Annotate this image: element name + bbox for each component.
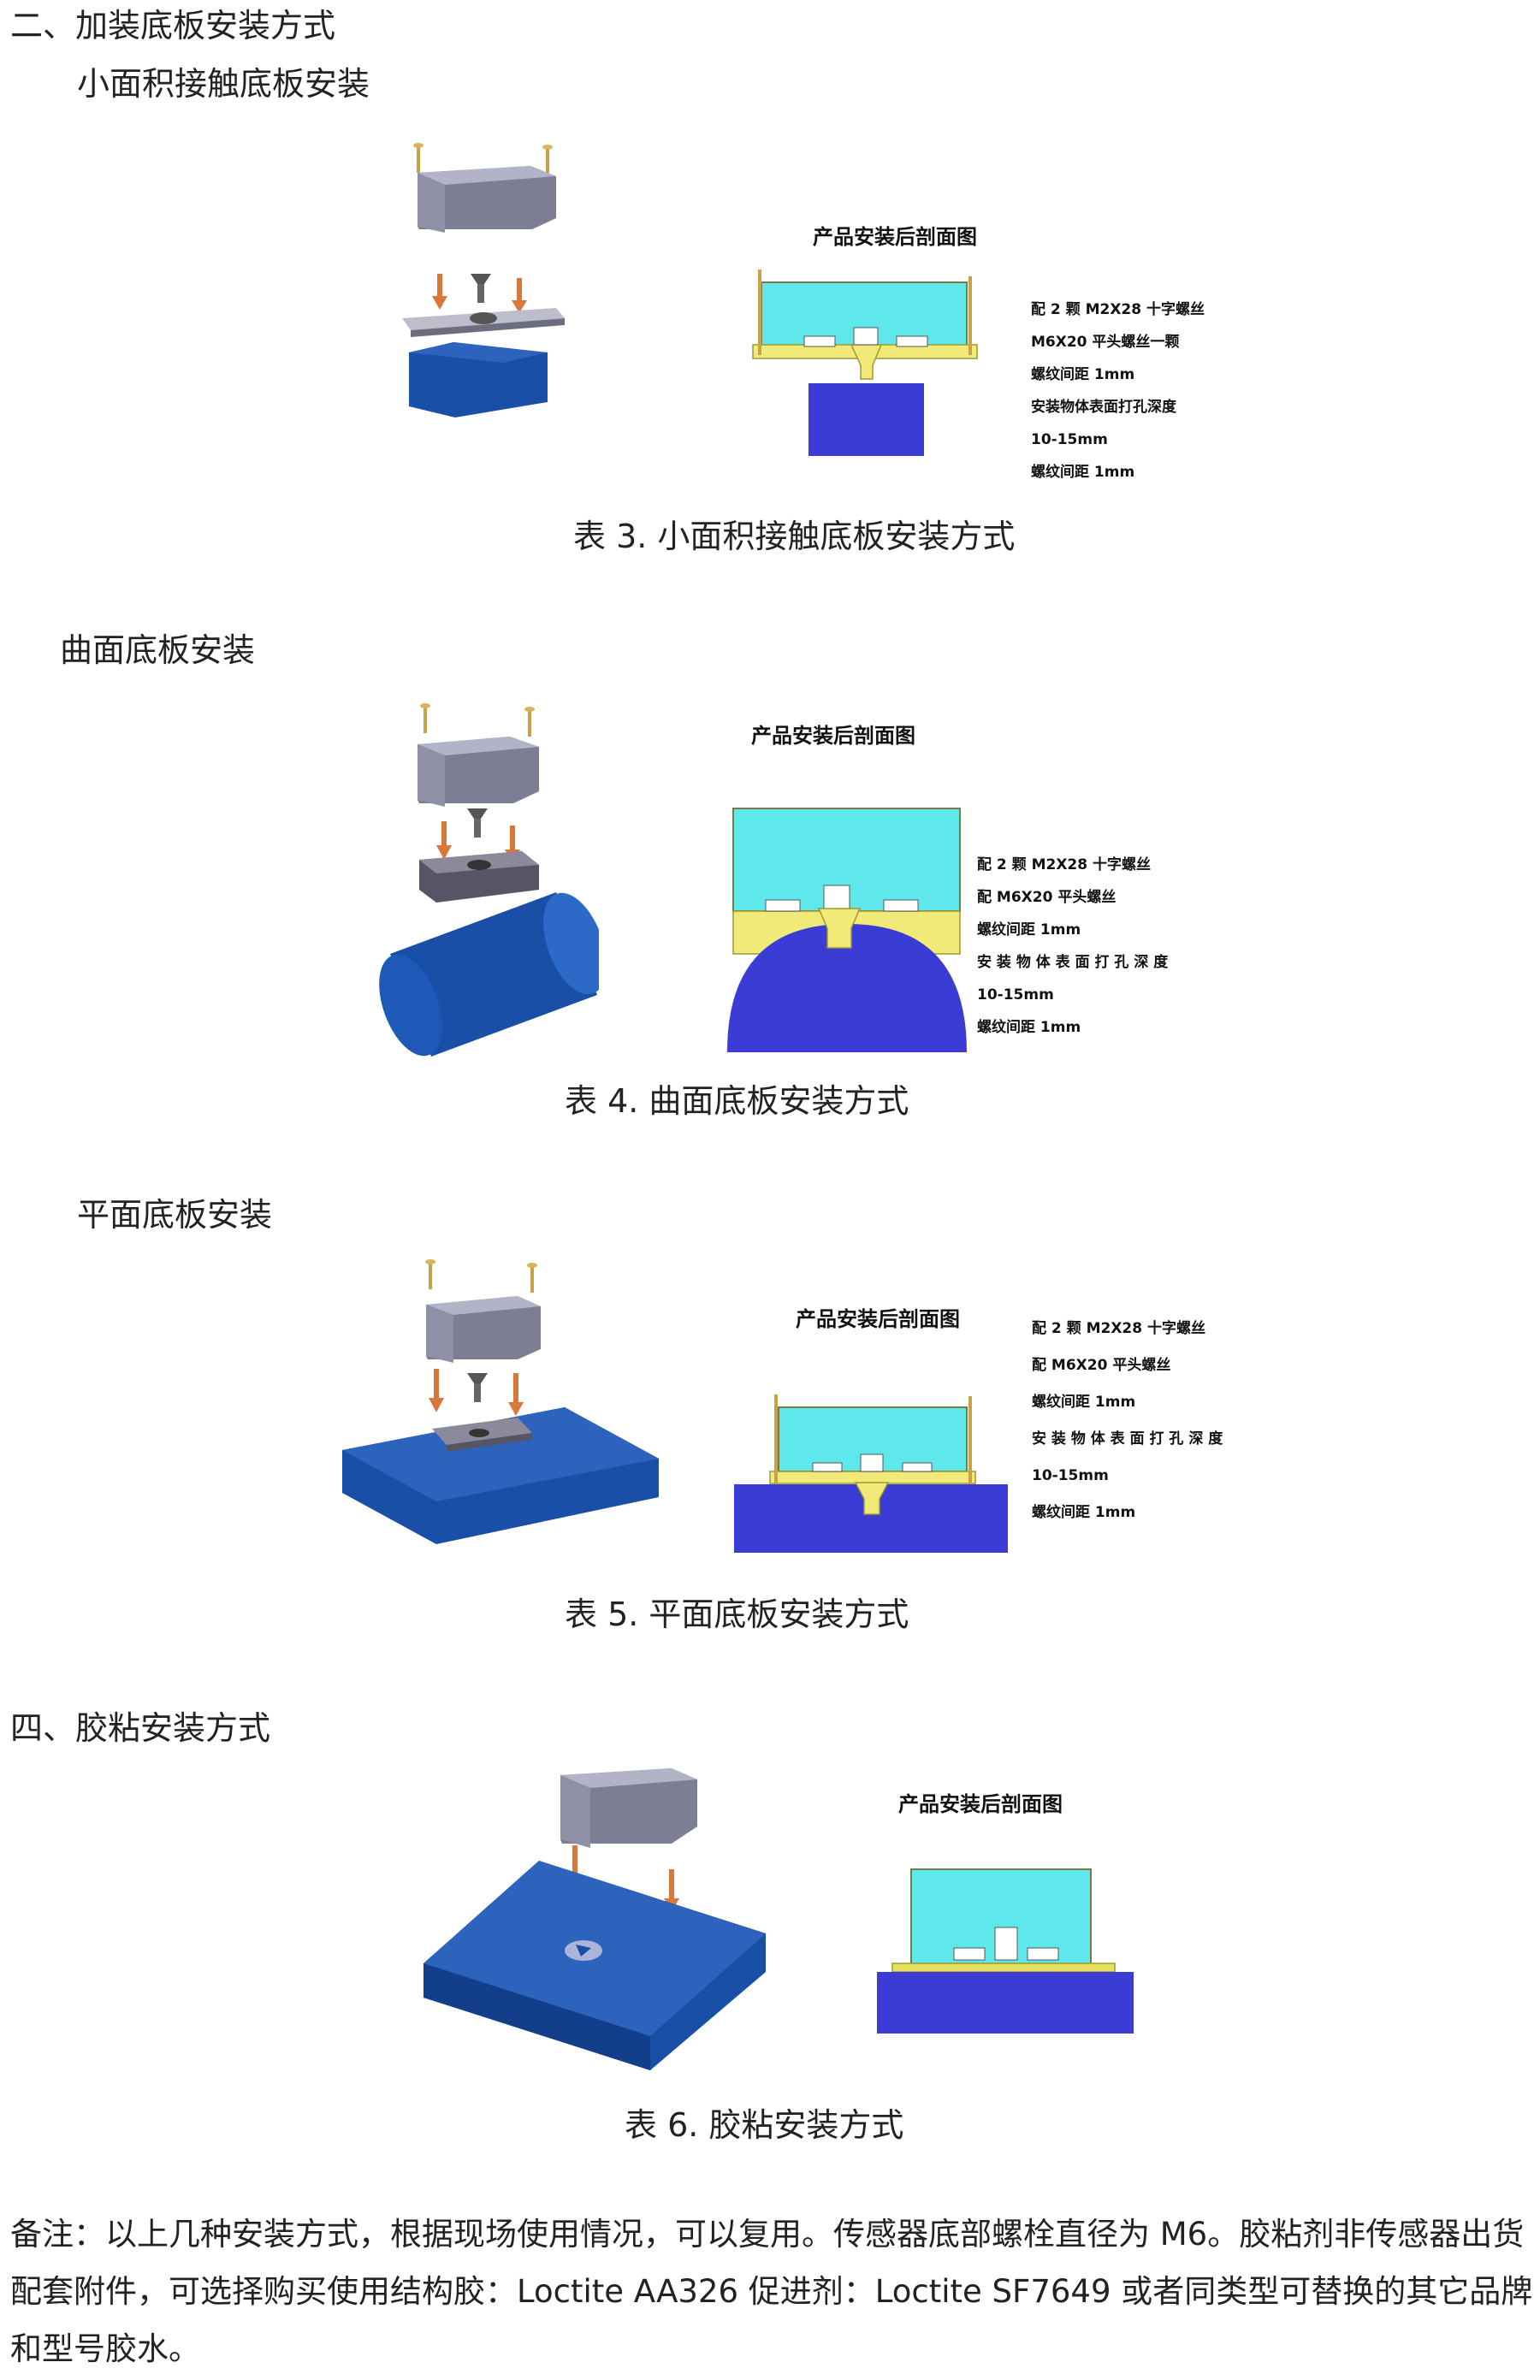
figure-5-cross-section: 产品安装后剖面图 [734, 1307, 1008, 1553]
note-paragraph: 备注：以上几种安装方式，根据现场使用情况，可以复用。传感器底部螺栓直径为 M6。… [10, 2216, 1533, 2367]
spec-line: 螺纹间距 1mm [1031, 463, 1134, 481]
sensor-head-shape [560, 1768, 697, 1848]
figure-3-caption: 表 3. 小面积接触底板安装方式 [573, 518, 1016, 555]
cylinder-shape [379, 892, 599, 1057]
cross-section-title: 产品安装后剖面图 [751, 724, 915, 748]
figure-4-caption: 表 4. 曲面底板安装方式 [565, 1082, 909, 1120]
curved-bracket-shape [419, 851, 539, 903]
flat-heading: 平面底板安装 [77, 1196, 273, 1234]
bolt-icon [471, 274, 491, 303]
sensor-head-shape [418, 166, 556, 233]
screw-icon [425, 1259, 435, 1289]
spec-line: 配 2 颗 M2X28 十字螺丝 [1032, 1319, 1205, 1337]
cross-section-drawing [877, 1868, 1134, 2034]
figure-3-specs: 配 2 颗 M2X28 十字螺丝 M6X20 平头螺丝一颗 螺纹间距 1mm 安… [1031, 300, 1205, 481]
spec-line: 螺纹间距 1mm [977, 921, 1081, 938]
screw-icon [413, 143, 424, 173]
flat-base-shape [424, 1861, 766, 2070]
figure-6-caption: 表 6. 胶粘安装方式 [625, 2106, 904, 2144]
sensor-head-shape [426, 1296, 541, 1363]
base-block-shape [409, 342, 548, 417]
down-arrow-icon [432, 274, 447, 310]
cross-section-title: 产品安装后剖面图 [898, 1792, 1063, 1816]
sensor-head-shape [418, 737, 539, 807]
cross-section-drawing [734, 1394, 1008, 1553]
spec-line: 配 M6X20 平头螺丝 [977, 888, 1116, 906]
spec-line: 10-15mm [977, 986, 1054, 1004]
screw-icon [420, 703, 430, 733]
spec-line: 安 装 物 体 表 面 打 孔 深 度 [1032, 1430, 1223, 1448]
down-arrow-icon [429, 1369, 444, 1412]
down-arrow-icon [436, 821, 452, 860]
flat-base-shape [342, 1407, 659, 1544]
figure-5-specs: 配 2 颗 M2X28 十字螺丝 配 M6X20 平头螺丝 螺纹间距 1mm 安… [1032, 1319, 1223, 1521]
cross-section-drawing [752, 269, 978, 456]
down-arrow-icon [508, 1373, 524, 1416]
down-arrow-icon [512, 278, 527, 313]
figure-3-exploded-view [402, 143, 565, 417]
spec-line: 螺纹间距 1mm [1031, 365, 1134, 383]
screw-icon [527, 1263, 537, 1293]
cross-section-title: 产品安装后剖面图 [813, 225, 977, 249]
screw-icon [542, 145, 553, 175]
figure-5-caption: 表 5. 平面底板安装方式 [565, 1596, 909, 1633]
spec-line: 10-15mm [1032, 1467, 1109, 1484]
figure-6-cross-section: 产品安装后剖面图 [877, 1792, 1134, 2034]
spec-line: 螺纹间距 1mm [1032, 1393, 1135, 1411]
spec-line: 配 2 颗 M2X28 十字螺丝 [977, 855, 1151, 873]
screw-icon [524, 707, 535, 737]
figure-4-specs: 配 2 颗 M2X28 十字螺丝 配 M6X20 平头螺丝 螺纹间距 1mm 安… [977, 855, 1169, 1036]
spec-line: 螺纹间距 1mm [1032, 1503, 1135, 1521]
cross-section-drawing [727, 808, 967, 1052]
figure-3-cross-section: 产品安装后剖面图 [752, 225, 978, 456]
curved-heading: 曲面底板安装 [60, 631, 256, 669]
figure-5-exploded-view [342, 1259, 659, 1544]
section-4-heading: 四、胶粘安装方式 [10, 1709, 271, 1747]
cross-section-title: 产品安装后剖面图 [796, 1307, 960, 1331]
glue-mark-icon [565, 1940, 602, 1961]
bolt-icon [467, 808, 488, 838]
figure-6-exploded-view [424, 1768, 766, 2070]
figure-4-exploded-view [379, 703, 599, 1057]
spec-line: 配 M6X20 平头螺丝 [1032, 1356, 1170, 1374]
spec-line: 10-15mm [1031, 431, 1108, 448]
spec-line: 安 装 物 体 表 面 打 孔 深 度 [977, 953, 1169, 971]
bracket-plate-shape [402, 308, 565, 337]
bolt-icon [467, 1373, 488, 1402]
spec-line: 螺纹间距 1mm [977, 1018, 1081, 1036]
spec-line: M6X20 平头螺丝一颗 [1031, 333, 1179, 351]
small-area-heading: 小面积接触底板安装 [77, 65, 370, 103]
figure-4-cross-section: 产品安装后剖面图 [727, 724, 967, 1052]
spec-line: 配 2 颗 M2X28 十字螺丝 [1031, 300, 1205, 318]
section-2-heading: 二、加装底板安装方式 [10, 7, 336, 44]
spec-line: 安装物体表面打孔深度 [1031, 398, 1177, 416]
